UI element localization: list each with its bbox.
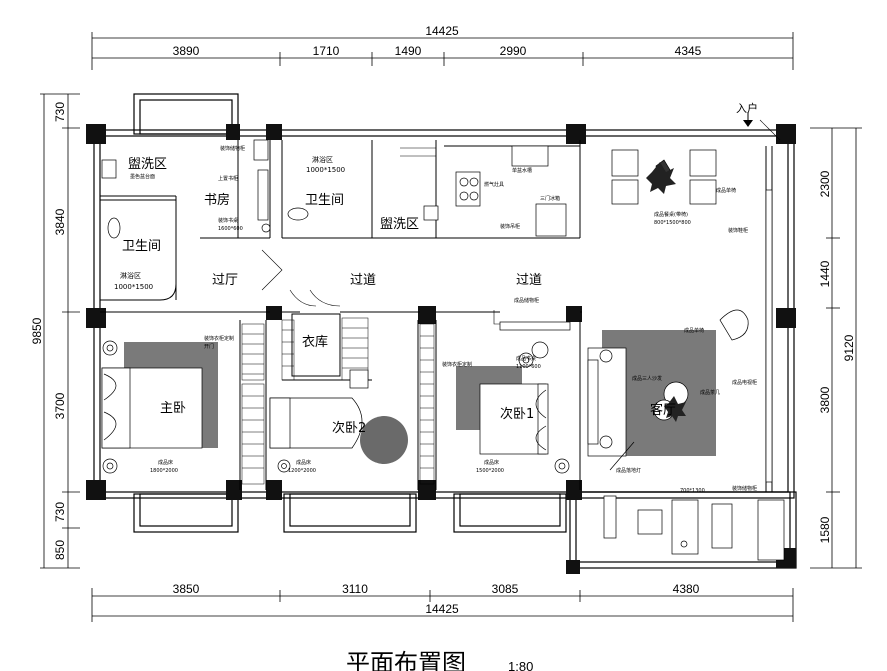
bottom-dim-4: 4380	[673, 582, 700, 596]
note-piano-size: 700*1300	[680, 488, 705, 494]
room-corridor-2: 过道	[516, 273, 542, 288]
entrance-arrow-icon	[743, 112, 753, 127]
note-tv-cabinet: 成品电视柜	[732, 379, 757, 386]
plan-title: 平面布置图	[346, 649, 466, 671]
note-washroom-sink: 墨色盆台面	[130, 173, 155, 180]
note-bed-1-size: 1500*2000	[476, 468, 504, 474]
note-study-shelf: 上置书柜	[218, 175, 238, 182]
top-dim-1: 3890	[173, 44, 200, 58]
note-dining-table: 成品餐桌(带椅)	[654, 211, 688, 218]
left-total-dim: 9850	[30, 317, 44, 344]
room-hall: 过厅	[212, 273, 238, 288]
note-bed-2-size: 1200*2000	[288, 468, 316, 474]
left-dim-1: 730	[53, 102, 67, 122]
armchair	[719, 309, 749, 341]
room-washroom-left: 盥洗区	[128, 157, 167, 172]
left-dim-4: 730	[53, 502, 67, 522]
note-master-bed-size: 1800*2000	[150, 468, 178, 474]
top-dimensions	[91, 32, 794, 70]
note-kitchen-cabinet: 装饰吊柜	[500, 223, 520, 230]
room-bathroom-2: 卫生间	[122, 239, 161, 254]
room-bathroom-1: 卫生间	[305, 193, 344, 208]
note-dining-chair: 成品单椅	[716, 187, 736, 194]
right-dim-4: 1580	[818, 516, 832, 543]
note-bath-cabinet: 装饰储物柜	[220, 145, 245, 152]
living-plant-icon	[664, 396, 686, 422]
room-bedroom-2: 次卧2	[332, 420, 366, 436]
bottom-total-dim: 14425	[425, 602, 459, 616]
right-total-dim: 9120	[842, 334, 856, 361]
shower-2-size: 1000*1500	[114, 283, 153, 291]
left-dim-3: 3700	[53, 392, 67, 419]
note-master-bed: 成品床	[158, 459, 173, 466]
plan-scale: 1:80	[508, 659, 533, 671]
room-closet: 衣库	[302, 334, 328, 350]
furniture	[101, 139, 785, 561]
note-dining-table-size: 800*1500*800	[654, 220, 691, 226]
bedroom1-bed	[479, 383, 547, 455]
bottom-dim-3: 3085	[492, 582, 519, 596]
room-living: 客厅	[650, 402, 676, 418]
bottom-dim-2: 3110	[342, 582, 368, 596]
room-bedroom-1: 次卧1	[500, 406, 534, 422]
note-storage: 成品储物柜	[514, 297, 539, 304]
note-coffee-table: 成品茶几	[700, 389, 720, 396]
note-kitchen-fridge: 三门冰箱	[540, 195, 560, 202]
note-desk-size: 1100*600	[516, 364, 541, 370]
door-swings	[261, 119, 781, 325]
top-dim-3: 1490	[395, 44, 422, 58]
note-bed-2: 成品床	[296, 459, 311, 466]
sliding-doors	[241, 147, 436, 485]
left-dimensions	[40, 93, 80, 569]
top-dim-5: 4345	[675, 44, 702, 58]
note-floor-lamp: 成品落地灯	[616, 467, 641, 474]
right-dim-2: 1440	[818, 260, 832, 287]
bedroom2-round-rug	[360, 416, 408, 464]
note-sofa: 成品三人沙发	[632, 375, 662, 382]
room-corridor-1: 过道	[350, 273, 376, 288]
note-bed-1: 成品床	[484, 459, 499, 466]
note-bed-1-wardrobe: 装饰衣柜定制	[442, 361, 472, 368]
room-washroom-mid: 盥洗区	[380, 217, 419, 232]
shower-1-size: 1000*1500	[306, 166, 345, 174]
top-dim-2: 1710	[313, 44, 340, 58]
note-study-desk-size: 1600*600	[218, 226, 243, 232]
note-study-desk: 装饰书桌	[218, 217, 238, 224]
note-entry-cabinet: 装饰鞋柜	[728, 227, 748, 234]
note-kitchen-stove: 燃气灶具	[484, 181, 504, 188]
note-balcony-cabinet: 装饰储物柜	[732, 485, 757, 492]
top-total-dim: 14425	[425, 24, 459, 38]
top-dim-4: 2990	[500, 44, 527, 58]
room-master: 主卧	[160, 401, 186, 416]
room-shower-1: 淋浴区	[312, 155, 333, 164]
right-dim-1: 2300	[818, 170, 832, 197]
right-dimensions	[810, 127, 862, 569]
left-dim-2: 3840	[53, 208, 67, 235]
left-dim-5: 850	[53, 540, 67, 560]
door-hatching	[242, 147, 436, 469]
note-master-wardrobe: 装饰衣柜定制	[204, 335, 234, 342]
structural-columns	[86, 124, 796, 574]
right-dim-3: 3800	[818, 386, 832, 413]
note-wardrobe-door: 开门	[204, 343, 214, 350]
plant-icon	[646, 162, 676, 194]
note-armchair: 成品单椅	[684, 327, 704, 334]
note-kitchen-sink: 单盆水槽	[512, 167, 532, 174]
room-study: 书房	[204, 192, 230, 208]
note-desk: 成品书桌	[516, 355, 536, 362]
bottom-dim-1: 3850	[173, 582, 200, 596]
room-shower-2: 淋浴区	[120, 271, 141, 280]
bottom-dimensions	[91, 588, 794, 622]
room-entrance: 入户	[736, 101, 758, 115]
bedroom2-bed	[269, 397, 363, 449]
